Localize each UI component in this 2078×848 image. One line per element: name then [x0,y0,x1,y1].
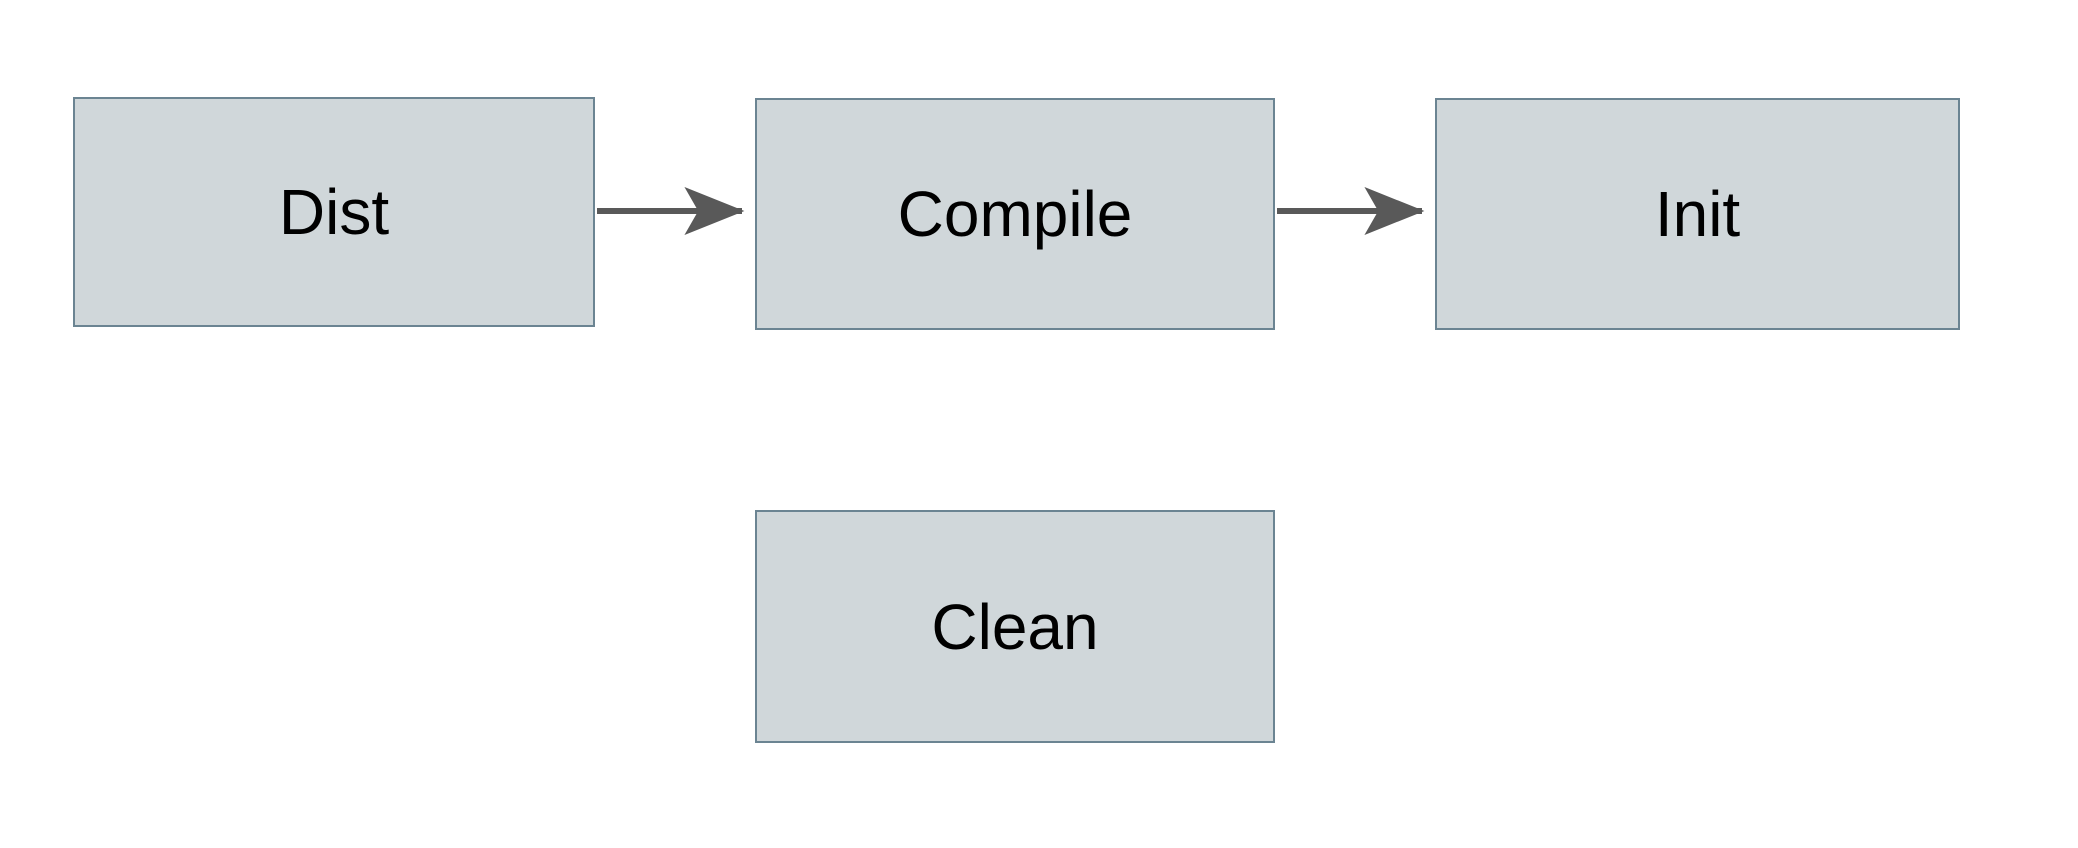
node-dist[interactable]: Dist [73,97,595,327]
node-clean[interactable]: Clean [755,510,1275,743]
node-init[interactable]: Init [1435,98,1960,330]
edge-dist-to-compile-hit[interactable] [597,194,753,228]
node-compile-label: Compile [897,178,1133,250]
edge-compile-to-init-hit[interactable] [1277,194,1433,228]
node-init-label: Init [1654,178,1741,250]
node-compile[interactable]: Compile [755,98,1275,330]
node-clean-label: Clean [931,590,1099,663]
node-dist-label: Dist [278,176,390,248]
